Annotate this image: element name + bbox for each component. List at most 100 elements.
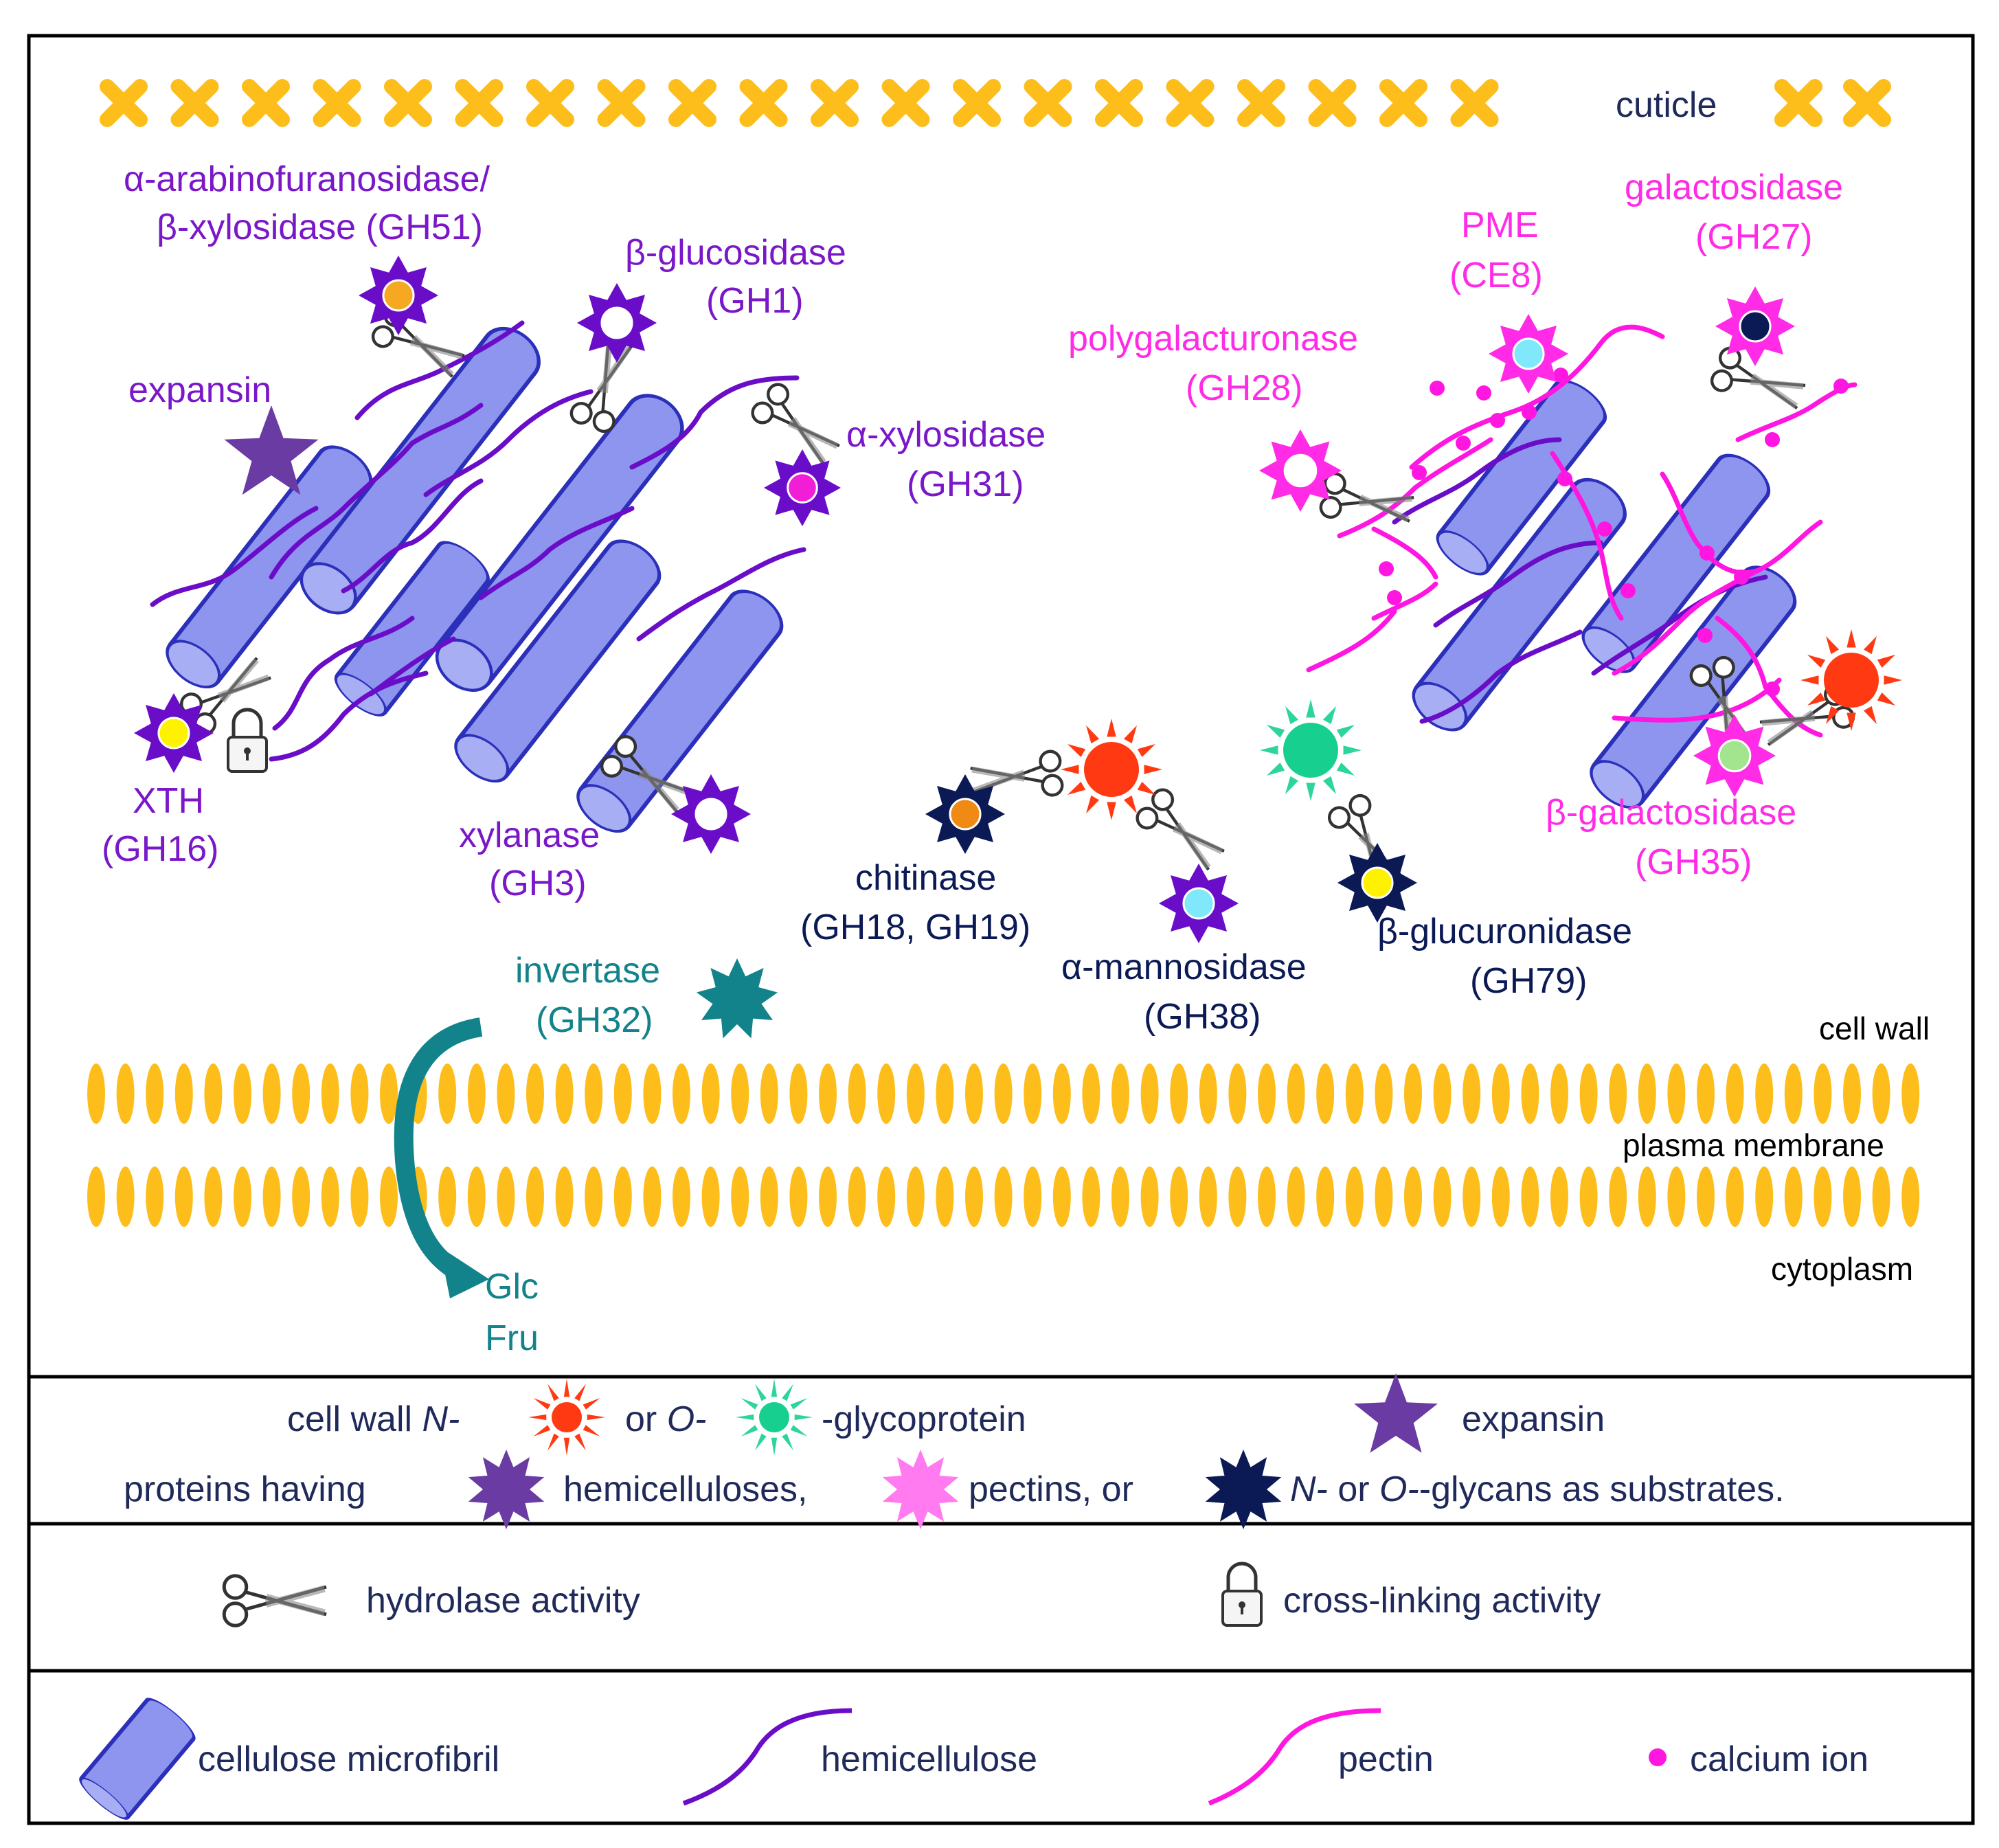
legend-pectins-text: pectins, or — [969, 1469, 1133, 1509]
lipid-oval — [1697, 1167, 1715, 1227]
lipid-oval — [1609, 1167, 1627, 1227]
hemicellulose — [272, 616, 415, 731]
lipid-oval — [234, 1167, 251, 1227]
lipid-oval — [234, 1063, 251, 1124]
lipid-oval — [1638, 1063, 1656, 1124]
lipid-oval — [1199, 1167, 1217, 1227]
legend-hemicellulose-text: hemicellulose — [821, 1739, 1037, 1779]
hemicellulose — [269, 671, 429, 762]
label-beta-galactosidase-line2: (GH35) — [1635, 842, 1752, 882]
lipid-oval — [1521, 1167, 1539, 1227]
lipid-oval — [789, 1167, 808, 1227]
legend-calcium-text: calcium ion — [1690, 1739, 1868, 1779]
label-arabinofuranosidase-line2: β-xylosidase (GH51) — [157, 207, 483, 247]
lipid-oval — [1433, 1063, 1452, 1124]
lipid-oval — [819, 1167, 837, 1227]
lipid-oval — [555, 1167, 574, 1227]
lipid-oval — [1258, 1167, 1276, 1227]
glc-label: Glc — [485, 1267, 539, 1307]
lipid-oval — [701, 1167, 720, 1227]
left-hemicellulose-chains — [150, 320, 806, 762]
calcium-ion — [1697, 628, 1713, 643]
lipid-oval — [1345, 1063, 1364, 1124]
legend-glycoprotein-text-3: -glycoprotein — [822, 1399, 1026, 1439]
hemicellulose — [1392, 437, 1562, 525]
lipid-oval — [731, 1063, 749, 1124]
label-xylanase-line2: (GH3) — [489, 864, 587, 903]
lipid-oval — [1287, 1063, 1305, 1124]
lipid-oval — [819, 1063, 837, 1124]
lipid-oval — [1550, 1167, 1568, 1227]
lipid-oval — [1638, 1167, 1656, 1227]
legend-proteins-having: proteins having — [124, 1469, 366, 1509]
lipid-oval — [467, 1063, 486, 1124]
lipid-oval — [994, 1167, 1013, 1227]
expansin-star-icon — [224, 405, 319, 495]
hemicellulose — [368, 636, 456, 697]
lipid-oval — [643, 1167, 662, 1227]
lipid-oval — [438, 1167, 457, 1227]
pectin — [1409, 324, 1665, 470]
cuticle-wax-mark — [960, 87, 993, 120]
legend-hemicellulose-icon — [682, 1708, 852, 1806]
lipid-oval — [1082, 1063, 1100, 1124]
cuticle-wax-mark — [1032, 87, 1065, 120]
legend-cellulose-text: cellulose microfibril — [198, 1739, 499, 1779]
lipid-oval — [204, 1167, 223, 1227]
lipid-oval — [1170, 1167, 1188, 1227]
lipid-oval — [1491, 1167, 1510, 1227]
pectin — [1337, 437, 1493, 539]
scissors-icon — [1133, 786, 1230, 877]
lipid-oval — [350, 1167, 369, 1227]
label-invertase-line1: invertase — [515, 951, 660, 991]
lipid-oval — [1140, 1167, 1159, 1227]
calcium-ions — [1379, 368, 1849, 697]
cuticle-wax-mark — [321, 87, 354, 120]
legend-padlock-icon — [1223, 1564, 1261, 1625]
lipid-oval — [1375, 1167, 1393, 1227]
pectin-chains — [1306, 324, 1857, 738]
n-glycoprotein-marker — [1061, 719, 1162, 820]
legend-panel-polymers — [27, 1669, 1975, 1825]
polygalacturonase-marker — [1259, 429, 1342, 512]
lipid-oval — [262, 1167, 281, 1227]
lipid-oval — [380, 1063, 398, 1124]
lipid-oval — [1052, 1167, 1071, 1227]
hemicellulose — [150, 506, 319, 607]
lipid-oval — [1784, 1167, 1803, 1227]
lipid-oval — [965, 1063, 983, 1124]
lipid-oval — [1024, 1063, 1042, 1124]
label-beta-glucosidase-line2: (GH1) — [706, 281, 804, 321]
lipid-oval — [1784, 1063, 1803, 1124]
lipid-oval — [731, 1167, 749, 1227]
hemicellulose — [423, 389, 594, 497]
legend-hydrolase-text: hydrolase activity — [366, 1581, 640, 1621]
lipid-oval — [1433, 1167, 1452, 1227]
pectin — [1550, 451, 1624, 621]
lipid-oval — [1287, 1167, 1305, 1227]
lipid-oval — [1726, 1167, 1744, 1227]
cuticle-wax-mark — [249, 87, 282, 120]
lipid-oval — [321, 1063, 339, 1124]
cuticle-wax-mark — [463, 87, 496, 120]
calcium-ion — [1490, 413, 1505, 428]
padlock-icon — [228, 710, 267, 771]
lipid-oval — [1024, 1167, 1042, 1227]
o-glycoprotein-marker — [1260, 699, 1362, 801]
hemicellulose — [1419, 629, 1583, 724]
hemicellulose — [354, 320, 525, 420]
legend-crosslink-text: cross-linking activity — [1283, 1581, 1601, 1621]
lipid-oval — [1316, 1063, 1335, 1124]
cuticle-wax-mark — [1851, 87, 1884, 120]
legend-hemi-enzyme-icon — [468, 1450, 545, 1529]
lipid-oval — [1843, 1063, 1861, 1124]
lipid-oval — [350, 1063, 369, 1124]
lipid-oval — [497, 1063, 515, 1124]
label-pme-line1: PME — [1461, 205, 1539, 245]
legend-scissors-icon — [224, 1576, 326, 1626]
legend-glycan-enzyme-icon — [1205, 1450, 1282, 1529]
galactosidase-marker — [1715, 286, 1795, 366]
label-beta-glucosidase-line1: β-glucosidase — [625, 233, 846, 273]
pectin — [1306, 609, 1397, 673]
